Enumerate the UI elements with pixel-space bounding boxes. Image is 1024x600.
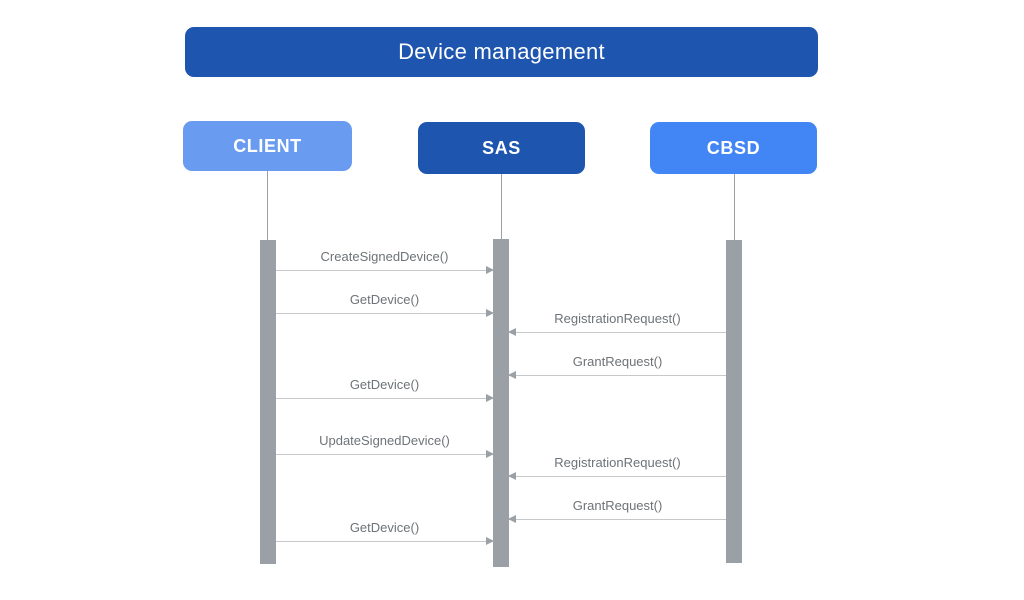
- message-registration-request-1: RegistrationRequest(): [508, 311, 726, 336]
- arrowhead-left-icon: [508, 472, 516, 480]
- lifeline-cbsd: [734, 174, 735, 240]
- message-create-signed-device: CreateSignedDevice(): [276, 249, 494, 274]
- message-arrow-line: [508, 328, 726, 336]
- arrowhead-left-icon: [508, 328, 516, 336]
- actor-sas-label: SAS: [482, 137, 521, 158]
- message-arrow-line: [276, 309, 494, 317]
- message-label: RegistrationRequest(): [554, 311, 681, 326]
- message-arrow-line: [508, 472, 726, 480]
- arrowhead-right-icon: [486, 450, 494, 458]
- arrowhead-right-icon: [486, 266, 494, 274]
- arrowhead-right-icon: [486, 394, 494, 402]
- arrowhead-right-icon: [486, 309, 494, 317]
- message-registration-request-2: RegistrationRequest(): [508, 455, 726, 480]
- message-arrow-line: [508, 515, 726, 523]
- arrowhead-left-icon: [508, 371, 516, 379]
- message-get-device-3: GetDevice(): [276, 520, 494, 545]
- message-label: GetDevice(): [349, 377, 420, 392]
- actor-cbsd: CBSD: [650, 122, 817, 174]
- message-update-signed-device: UpdateSignedDevice(): [276, 433, 494, 458]
- actor-sas: SAS: [418, 122, 585, 174]
- actor-client: CLIENT: [183, 121, 352, 171]
- activation-bar-client: [260, 240, 276, 564]
- message-label: GetDevice(): [349, 292, 420, 307]
- message-label: CreateSignedDevice(): [320, 249, 449, 264]
- arrowhead-right-icon: [486, 537, 494, 545]
- lifeline-sas: [501, 174, 502, 239]
- message-get-device-2: GetDevice(): [276, 377, 494, 402]
- diagram-title-bar: Device management: [185, 27, 818, 77]
- lifeline-client: [267, 171, 268, 240]
- message-label: RegistrationRequest(): [554, 455, 681, 470]
- message-label: GrantRequest(): [572, 498, 663, 513]
- actor-cbsd-label: CBSD: [706, 137, 761, 158]
- message-arrow-line: [276, 450, 494, 458]
- arrowhead-left-icon: [508, 515, 516, 523]
- actor-client-label: CLIENT: [233, 135, 302, 156]
- message-label: UpdateSignedDevice(): [319, 433, 450, 448]
- message-arrow-line: [276, 266, 494, 274]
- message-grant-request-1: GrantRequest(): [508, 354, 726, 379]
- message-get-device-1: GetDevice(): [276, 292, 494, 317]
- message-label: GetDevice(): [349, 520, 420, 535]
- message-arrow-line: [276, 394, 494, 402]
- message-grant-request-2: GrantRequest(): [508, 498, 726, 523]
- diagram-title: Device management: [398, 39, 605, 64]
- message-arrow-line: [508, 371, 726, 379]
- activation-bar-cbsd: [726, 240, 742, 563]
- message-label: GrantRequest(): [572, 354, 663, 369]
- message-arrow-line: [276, 537, 494, 545]
- activation-bar-sas: [493, 239, 509, 567]
